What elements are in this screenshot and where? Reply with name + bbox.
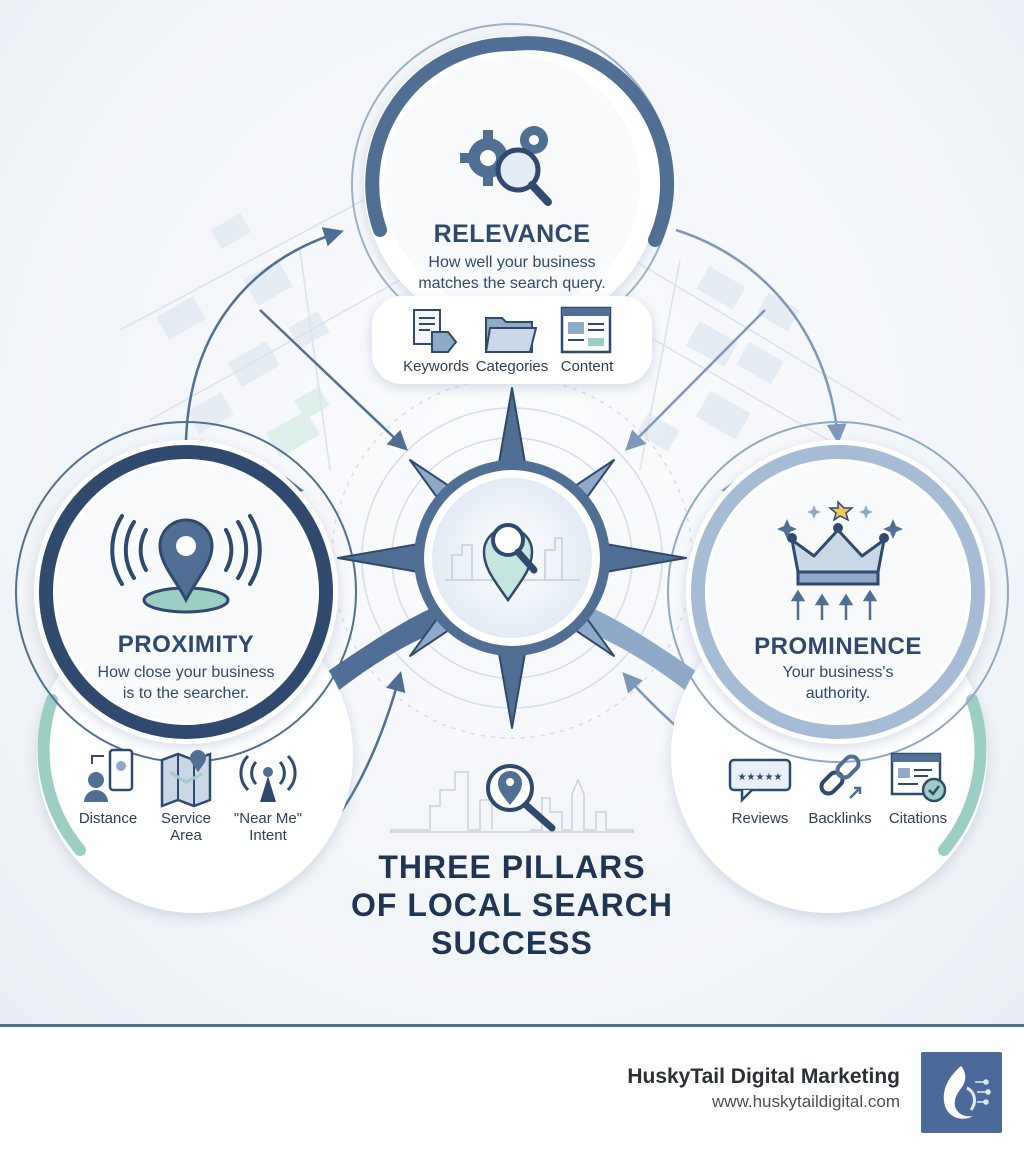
backlinks-icon [819,754,862,799]
factor-label-backlinks: Backlinks [808,810,872,827]
compass-search-icon [337,387,687,729]
near-me-intent-icon [239,754,297,802]
factor-label-keywords: Keywords [403,358,469,375]
brand-name: HuskyTail Digital Marketing [627,1065,900,1088]
service-area-icon [160,750,212,808]
location-pin-signal-icon [110,514,262,614]
diagram-title: THREE PILLARS OF LOCAL SEARCH SUCCESS [312,848,712,962]
husky-tail-logo-icon [921,1052,1002,1133]
categories-icon [484,317,538,353]
relevance-title: RELEVANCE [433,220,591,248]
title-line: SUCCESS [431,925,593,961]
proximity-description: How close your business is to the search… [66,662,306,704]
title-line: OF LOCAL SEARCH [351,887,673,923]
reviews-icon: ★★★★★ [728,758,792,804]
proximity-description-line: is to the searcher. [122,685,250,702]
factor-label-categories: Categories [475,358,549,375]
prominence-description-line: Your business's [782,664,894,681]
title-line: THREE PILLARS [378,849,646,885]
factor-label-near-me-intent: "Near Me" Intent [233,810,303,844]
prominence-description-line: authority. [805,685,871,702]
relevance-description-line: How well your business [428,254,596,271]
distance-icon [84,748,134,802]
prominence-connector [569,600,724,705]
keywords-icon [413,309,458,353]
factor-label-content: Content [560,358,614,375]
prominence-pillar [667,421,1009,913]
brand-url[interactable]: www.huskytaildigital.com [711,1092,900,1111]
title-skyline-icon [390,764,634,833]
footer-divider [0,1024,1024,1027]
factor-label-service-area: Service Area [160,810,212,844]
gears-magnifier-icon [460,126,552,206]
diagram-canvas: ★★★★★ [0,0,1024,1024]
crown-icon [777,500,903,620]
factor-label-citations: Citations [888,810,948,827]
proximity-connector [300,600,455,705]
proximity-description-line: How close your business [97,664,275,681]
factor-label-distance: Distance [78,810,138,827]
citations-icon [890,752,947,803]
prominence-description: Your business's authority. [738,662,938,704]
footer: HuskyTail Digital Marketing www.huskytai… [0,1024,1024,1154]
background-map-blocks [156,212,800,458]
relevance-description: How well your business matches the searc… [390,252,634,294]
diagram-graphics: ★★★★★ [15,23,1009,913]
svg-text:★★★★★: ★★★★★ [738,772,783,783]
content-icon [560,306,612,354]
proximity-title: PROXIMITY [117,631,255,658]
relevance-description-line: matches the search query. [418,275,606,292]
factor-label-reviews: Reviews [731,810,789,827]
prominence-title: PROMINENCE [754,633,922,660]
